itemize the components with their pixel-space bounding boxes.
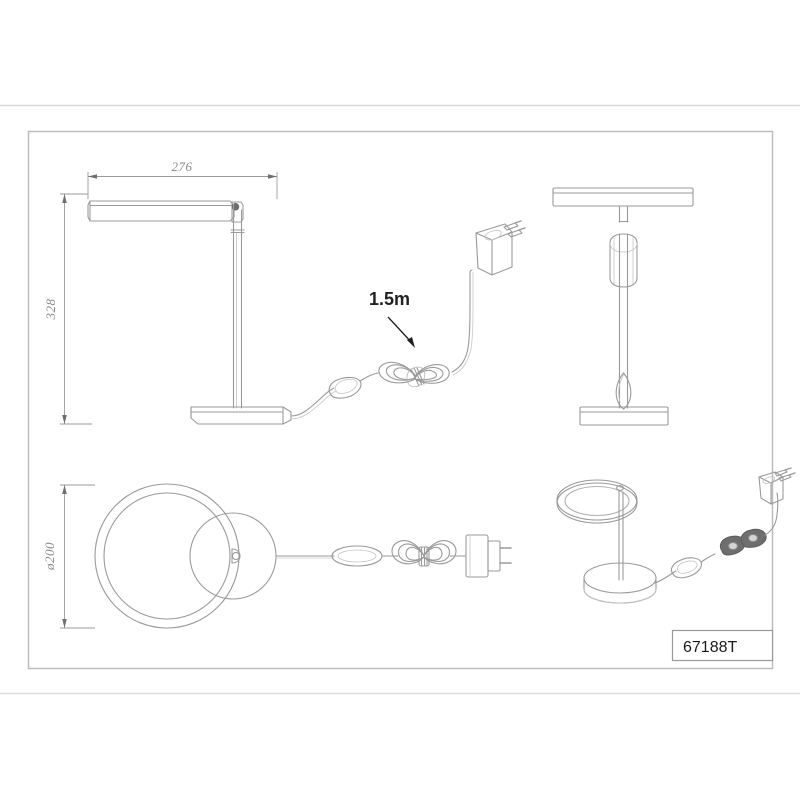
- top-plan-view: [94, 483, 512, 629]
- lamp-stem-front-upper: [618, 205, 629, 223]
- cable-coil-bundle-top: [391, 540, 457, 567]
- dimension-diameter-200: [60, 484, 95, 629]
- part-number-block: 67188T: [671, 629, 774, 662]
- lamp-head-bar: [87, 200, 235, 222]
- cable-coil-bundle-side: [378, 361, 450, 388]
- isometric-view: [556, 467, 796, 604]
- cable-iso-b: [700, 553, 716, 563]
- part-number-label: 67188T: [683, 639, 737, 656]
- lamp-stem: [232, 203, 243, 409]
- cable-length-leader-arrow: [387, 316, 415, 348]
- ring-head-inner: [103, 492, 231, 620]
- lamp-stem-iso: [618, 489, 624, 581]
- power-adapter-iso: [758, 467, 796, 505]
- power-adapter-side: [469, 220, 526, 276]
- power-cable-segment-c-inner: [452, 271, 474, 376]
- power-cable-segment-a-inner: [290, 390, 337, 420]
- lamp-base-side: [190, 406, 292, 425]
- cable-iso-c: [764, 492, 779, 536]
- power-cable-segment-a: [290, 387, 335, 417]
- dimension-height-label: 328: [43, 299, 58, 321]
- dimension-diameter-label: ø200: [42, 542, 57, 571]
- lamp-base-iso: [583, 562, 657, 604]
- front-elevation-view: [552, 187, 694, 426]
- power-plug-top: [465, 534, 512, 578]
- ring-head-outer: [94, 483, 240, 629]
- dimension-width-276: [87, 172, 278, 199]
- ring-head-iso: [556, 479, 638, 524]
- part-number-box: [671, 629, 774, 662]
- lamp-base-front: [579, 406, 669, 426]
- side-elevation-view: [87, 200, 526, 425]
- dimension-width-label: 276: [172, 159, 193, 174]
- power-cable-segment-b: [359, 372, 379, 382]
- inline-switch-top: [331, 545, 383, 567]
- stem-base-fairing: [615, 372, 632, 410]
- lamp-head-bar-front: [552, 187, 694, 207]
- cable-iso-a: [654, 570, 677, 584]
- drawing-frame: [27, 130, 774, 670]
- cable-length-label: 1.5m: [369, 289, 410, 309]
- dimension-height-328: [60, 193, 92, 425]
- stem-joint-collar: [609, 233, 638, 288]
- power-cable-segment-c: [451, 271, 471, 373]
- cable-coil-bundle-iso: [719, 528, 767, 556]
- ring-joint-hub: [231, 548, 241, 564]
- ring-joint-knob-iso: [616, 485, 624, 491]
- inline-switch-iso: [670, 557, 702, 579]
